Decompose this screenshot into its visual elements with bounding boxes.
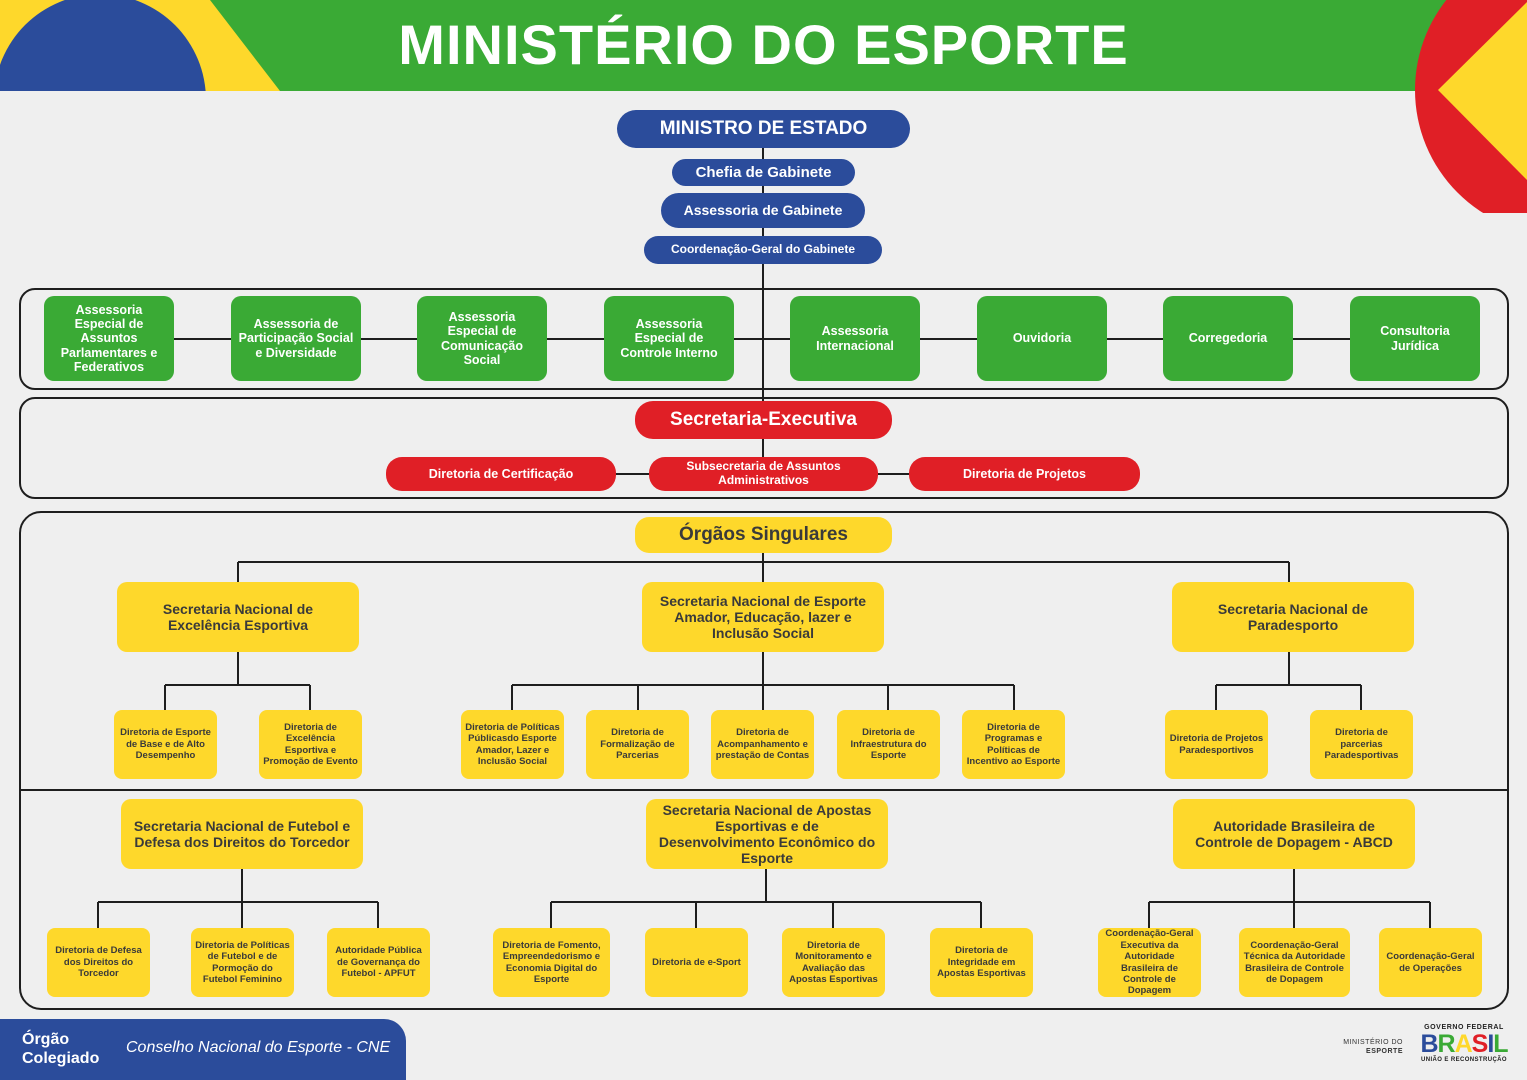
coordenacao-operacoes-box[interactable]: Coordenação-Geral de Operações (1379, 928, 1482, 997)
gov-logo-letter: L (1493, 1030, 1508, 1058)
gov-logo-letter: A (1454, 1030, 1473, 1058)
subsecretaria-administrativos-box[interactable]: Subsecretaria de Assuntos Administrativo… (649, 457, 878, 491)
secretaria-executiva-box[interactable]: Secretaria-Executiva (635, 401, 892, 439)
flag-decoration-left (0, 0, 280, 91)
ministerio-logo: MINISTÉRIO DO ESPORTE (1325, 1038, 1403, 1056)
footer-conselho[interactable]: Conselho Nacional do Esporte - CNE (126, 1039, 391, 1056)
gov-logo-letter: S (1471, 1030, 1489, 1058)
secretaria-paradesporto-box[interactable]: Secretaria Nacional de Paradesporto (1172, 582, 1414, 652)
governo-federal-logo: GOVERNO FEDERAL BRASIL UNIÃO E RECONSTRU… (1412, 1024, 1516, 1074)
ministerio-logo-line1: MINISTÉRIO DO (1343, 1039, 1403, 1046)
diretoria-parcerias-paradesportivas-box[interactable]: Diretoria de parcerias Paradesportivas (1310, 710, 1413, 779)
apfut-box[interactable]: Autoridade Pública de Governança do Fute… (327, 928, 430, 997)
orgaos-singulares-box[interactable]: Órgãos Singulares (635, 517, 892, 553)
corregedoria-box[interactable]: Corregedoria (1163, 296, 1293, 381)
assessoria-gabinete-box[interactable]: Assessoria de Gabinete (661, 193, 865, 228)
ouvidoria-box[interactable]: Ouvidoria (977, 296, 1107, 381)
diretoria-projetos-paradesportivos-box[interactable]: Diretoria de Projetos Paradesportivos (1165, 710, 1268, 779)
diretoria-programas-incentivo-box[interactable]: Diretoria de Programas e Políticas de In… (962, 710, 1065, 779)
diretoria-politicas-amador-box[interactable]: Diretoria de Políticas Públicasdo Esport… (461, 710, 564, 779)
coordenacao-gabinete-box[interactable]: Coordenação-Geral do Gabinete (644, 236, 882, 264)
diretoria-fomento-box[interactable]: Diretoria de Fomento, Empreendedorismo e… (493, 928, 610, 997)
orgaos-divider (20, 789, 1508, 791)
ministerio-logo-line2: ESPORTE (1366, 1048, 1403, 1056)
secretaria-excelencia-box[interactable]: Secretaria Nacional de Excelência Esport… (117, 582, 359, 652)
coordenacao-tecnica-abcd-box[interactable]: Coordenação-Geral Técnica da Autoridade … (1239, 928, 1350, 997)
diretoria-formalizacao-box[interactable]: Diretoria de Formalização de Parcerias (586, 710, 689, 779)
gov-logo-letter: B (1420, 1030, 1438, 1058)
diretoria-esport-box[interactable]: Diretoria de e-Sport (645, 928, 748, 997)
diretoria-integridade-box[interactable]: Diretoria de Integridade em Apostas Espo… (930, 928, 1033, 997)
abcd-box[interactable]: Autoridade Brasileira de Controle de Dop… (1173, 799, 1415, 869)
executiva-panel (19, 397, 1509, 499)
assessoria-comunicacao-box[interactable]: Assessoria Especial de Comunicação Socia… (417, 296, 547, 381)
secretaria-amador-box[interactable]: Secretaria Nacional de Esporte Amador, E… (642, 582, 884, 652)
assessorias-panel (19, 288, 1509, 390)
orgaos-panel (19, 511, 1509, 1010)
page-title: MINISTÉRIO DO ESPORTE (398, 13, 1129, 76)
minister-box[interactable]: MINISTRO DE ESTADO (617, 110, 910, 148)
diretoria-excelencia-esportiva-box[interactable]: Diretoria de Excelência Esportiva e Prom… (259, 710, 362, 779)
coordenacao-executiva-abcd-box[interactable]: Coordenação-Geral Executiva da Autoridad… (1098, 928, 1201, 997)
gov-logo-word: BRASIL (1412, 1032, 1516, 1057)
footer-label: Órgão Colegiado (22, 1031, 100, 1068)
diretoria-certificacao-box[interactable]: Diretoria de Certificação (386, 457, 616, 491)
flag-decoration-right (1410, 0, 1527, 213)
diretoria-esporte-base-box[interactable]: Diretoria de Esporte de Base e de Alto D… (114, 710, 217, 779)
diretoria-futebol-feminino-box[interactable]: Diretoria de Políticas de Futebol e de P… (191, 928, 294, 997)
gov-logo-bottom: UNIÃO E RECONSTRUÇÃO (1420, 1057, 1507, 1063)
secretaria-futebol-box[interactable]: Secretaria Nacional de Futebol e Defesa … (121, 799, 363, 869)
chefia-gabinete-box[interactable]: Chefia de Gabinete (672, 159, 855, 186)
gov-logo-top: GOVERNO FEDERAL (1424, 1024, 1504, 1031)
gov-logo-letter: I (1487, 1030, 1494, 1058)
diretoria-infraestrutura-box[interactable]: Diretoria de Infraestrutura do Esporte (837, 710, 940, 779)
diretoria-defesa-torcedor-box[interactable]: Diretoria de Defesa dos Direitos do Torc… (47, 928, 150, 997)
footer-orgao-colegiado: Órgão Colegiado Conselho Nacional do Esp… (0, 1019, 406, 1080)
assessoria-participacao-box[interactable]: Assessoria de Participação Social e Dive… (231, 296, 361, 381)
assessoria-internacional-box[interactable]: Assessoria Internacional (790, 296, 920, 381)
diretoria-acompanhamento-box[interactable]: Diretoria de Acompanhamento e prestação … (711, 710, 814, 779)
consultoria-juridica-box[interactable]: Consultoria Jurídica (1350, 296, 1480, 381)
assessoria-controle-interno-box[interactable]: Assessoria Especial de Controle Interno (604, 296, 734, 381)
secretaria-apostas-box[interactable]: Secretaria Nacional de Apostas Esportiva… (646, 799, 888, 869)
gov-logo-letter: R (1437, 1030, 1456, 1058)
diretoria-monitoramento-box[interactable]: Diretoria de Monitoramento e Avaliação d… (782, 928, 885, 997)
diretoria-projetos-box[interactable]: Diretoria de Projetos (909, 457, 1140, 491)
assessoria-parlamentares-box[interactable]: Assessoria Especial de Assuntos Parlamen… (44, 296, 174, 381)
